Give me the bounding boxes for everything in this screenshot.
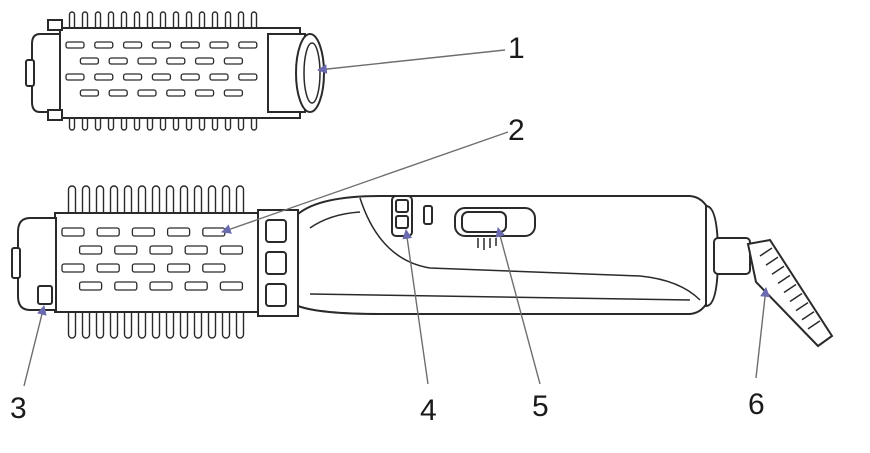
cord-rib xyxy=(807,320,821,330)
vent-slot xyxy=(166,89,186,97)
callout-leader-lines xyxy=(23,49,770,387)
vent-slot xyxy=(194,57,215,65)
vent-slot xyxy=(131,227,156,237)
vent-slot xyxy=(180,73,200,81)
callout-4: 4 xyxy=(420,394,437,427)
vent-slot xyxy=(137,57,157,65)
vent-slot xyxy=(202,263,226,273)
vent-slot xyxy=(65,41,85,49)
vent-slot xyxy=(61,227,85,237)
cord-rib xyxy=(801,311,815,321)
leader-line-1 xyxy=(317,49,506,74)
vent-slot xyxy=(149,281,173,291)
vent-slot xyxy=(94,73,114,81)
coupling-grip-upper xyxy=(265,219,287,243)
cord-rib xyxy=(789,292,803,303)
brush-tip-knob xyxy=(11,247,21,279)
swivel-joint xyxy=(713,237,751,275)
vent-slot xyxy=(166,227,191,237)
slider-switch-knob xyxy=(461,211,507,233)
coupling-grip-lower xyxy=(265,283,287,307)
leader-line-3 xyxy=(23,305,47,387)
attachment-clip-top xyxy=(47,19,63,31)
callout-2: 2 xyxy=(508,114,525,147)
cord-strain-relief-ribs xyxy=(759,247,821,330)
attachment-clip-bottom xyxy=(47,109,63,121)
vent-slot xyxy=(94,41,114,49)
vent-slot xyxy=(180,41,200,49)
callout-1: 1 xyxy=(508,32,525,65)
leader-line-6 xyxy=(755,287,770,379)
handle-contour-lower xyxy=(309,293,691,301)
vent-slot xyxy=(122,73,143,81)
handle-contour-upper xyxy=(309,211,361,229)
vent-slot xyxy=(149,245,173,255)
handle-contour-mid xyxy=(359,197,701,301)
vent-slot xyxy=(79,89,100,97)
vent-slot xyxy=(108,57,128,65)
leader-line-4 xyxy=(402,229,429,385)
vent-slot xyxy=(194,89,215,97)
vent-slot xyxy=(202,227,226,237)
cord-rib xyxy=(759,247,773,257)
attachment-collar xyxy=(267,33,306,113)
vent-slot xyxy=(184,245,208,255)
vent-slot xyxy=(78,245,103,255)
vent-slot xyxy=(61,263,85,273)
detached-brush-attachment xyxy=(25,11,325,131)
vent-slot xyxy=(78,281,103,291)
leader-line-5 xyxy=(495,227,541,385)
vent-slot xyxy=(96,263,120,273)
vent-slot xyxy=(79,57,100,65)
vent-slot xyxy=(166,57,186,65)
vent-slot xyxy=(137,89,157,97)
attachment-vent-slots xyxy=(65,41,258,97)
brush-release-button xyxy=(37,285,53,305)
cord-rib xyxy=(795,302,809,312)
vent-slot xyxy=(131,263,156,273)
callout-6: 6 xyxy=(748,388,765,421)
cord-rib xyxy=(777,274,791,284)
vent-slot xyxy=(184,281,208,291)
vent-slot xyxy=(209,41,229,49)
brush-barrel xyxy=(54,212,263,313)
vent-slot xyxy=(166,263,191,273)
indicator-light xyxy=(423,205,433,225)
rotation-button-up xyxy=(395,199,409,213)
cord-rib xyxy=(771,265,785,275)
vent-slot xyxy=(96,227,120,237)
leader-line-2 xyxy=(221,131,509,234)
assembled-styler xyxy=(11,185,834,348)
vent-slot xyxy=(219,245,244,255)
vent-slot xyxy=(238,73,258,81)
vent-slot xyxy=(238,41,258,49)
vent-slot xyxy=(108,89,128,97)
vent-slot xyxy=(151,41,172,49)
attachment-end-knob xyxy=(25,59,35,87)
slider-ridges xyxy=(477,238,497,250)
cord-rib xyxy=(765,256,779,266)
callout-5: 5 xyxy=(532,390,549,423)
vent-slot xyxy=(122,41,143,49)
rotation-button-down xyxy=(395,215,409,229)
vent-slot xyxy=(209,73,229,81)
vent-slot xyxy=(223,89,244,97)
vent-slot xyxy=(114,281,138,291)
vent-slot xyxy=(219,281,244,291)
cord-rib xyxy=(783,283,797,294)
coupling-grip-middle xyxy=(265,251,287,275)
vent-slot xyxy=(151,73,172,81)
vent-slot xyxy=(65,73,85,81)
vent-slot xyxy=(114,245,138,255)
attachment-end-cap xyxy=(31,33,61,113)
callout-3: 3 xyxy=(10,392,27,425)
cord-strain-relief xyxy=(746,238,834,348)
vent-slot xyxy=(223,57,244,65)
brush-vent-slots xyxy=(61,227,244,291)
